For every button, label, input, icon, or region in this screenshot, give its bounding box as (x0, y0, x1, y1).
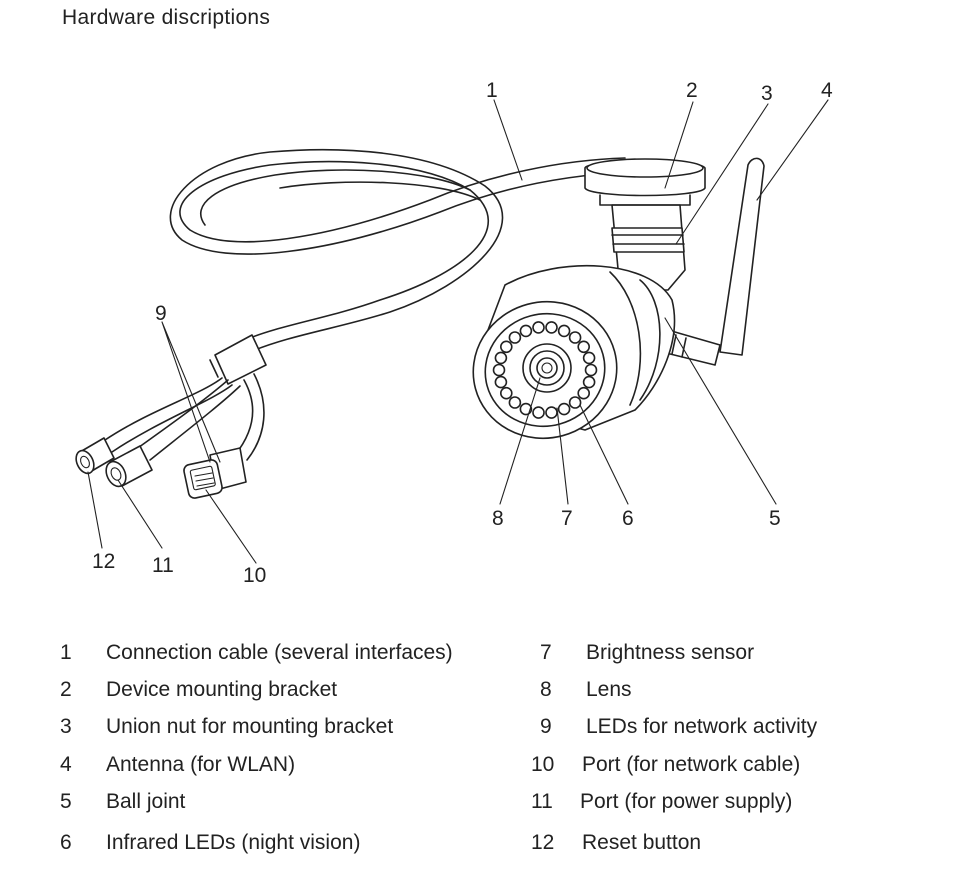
leader-lines (87, 99, 829, 564)
legend-label: Lens (586, 678, 632, 701)
legend-label: Ball joint (106, 790, 186, 813)
legend-number: 1 (60, 641, 72, 664)
legend-number: 6 (60, 831, 72, 854)
infrared-led (532, 406, 545, 419)
callout-numbers: 1 2 3 4 5 6 7 8 9 10 11 12 (92, 79, 833, 587)
infrared-led (577, 386, 591, 400)
legend-number: 11 (531, 790, 553, 813)
callout-6: 6 (622, 507, 634, 530)
network-port-connector (183, 447, 247, 499)
infrared-led (557, 402, 571, 416)
legend-number: 7 (540, 641, 552, 664)
infrared-led (499, 386, 513, 400)
legend-number: 9 (540, 715, 552, 738)
infrared-led (508, 331, 522, 344)
infrared-leds (492, 321, 598, 419)
infrared-led (582, 351, 596, 365)
infrared-led (519, 402, 533, 416)
infrared-led (492, 363, 506, 377)
infrared-led (508, 396, 522, 409)
legend-label: Port (for power supply) (580, 790, 793, 813)
legend-label: Device mounting bracket (106, 678, 338, 701)
legend-label: Infrared LEDs (night vision) (106, 831, 361, 854)
lens (522, 343, 572, 393)
infrared-led (568, 396, 582, 409)
legend-label: Connection cable (several interfaces) (106, 641, 453, 664)
page-title: Hardware discriptions (62, 6, 271, 29)
legend-number: 5 (60, 790, 72, 813)
legend-label: Reset button (582, 831, 702, 854)
legend-label: Port (for network cable) (582, 753, 801, 776)
callout-12: 12 (92, 550, 115, 573)
infrared-led (499, 340, 513, 354)
callout-10: 10 (243, 564, 266, 587)
callout-1: 1 (486, 79, 498, 102)
infrared-led (494, 351, 508, 365)
callout-8: 8 (492, 507, 504, 530)
infrared-led (568, 331, 582, 344)
legend-label: Brightness sensor (586, 641, 755, 664)
callout-4: 4 (821, 79, 833, 102)
legend-number: 3 (60, 715, 72, 738)
legend-label: LEDs for network activity (586, 715, 818, 738)
legend-label: Union nut for mounting bracket (106, 715, 394, 738)
legend-number: 2 (60, 678, 72, 701)
infrared-led (577, 340, 591, 354)
legend-number: 4 (60, 753, 72, 776)
infrared-led (545, 321, 558, 334)
callout-2: 2 (686, 79, 698, 102)
power-port-connector (105, 445, 153, 488)
legend-label: Antenna (for WLAN) (106, 753, 296, 776)
legend-number: 8 (540, 678, 552, 701)
legend-number: 12 (531, 831, 555, 854)
infrared-led (582, 375, 596, 389)
callout-5: 5 (769, 507, 781, 530)
mounting-bracket (584, 158, 706, 291)
infrared-led (494, 375, 508, 389)
infrared-led (584, 363, 598, 377)
reset-button-connector (75, 437, 115, 475)
callout-11: 11 (152, 554, 174, 577)
callout-3: 3 (761, 82, 773, 105)
legend-number: 10 (531, 753, 555, 776)
infrared-led (532, 321, 545, 334)
camera-hardware-diagram: 1 2 3 4 5 6 7 8 9 10 11 12 (75, 79, 833, 587)
infrared-led (519, 324, 533, 338)
infrared-led (545, 406, 558, 419)
callout-9: 9 (155, 302, 167, 325)
callout-7: 7 (561, 507, 573, 530)
infrared-led (557, 324, 571, 338)
